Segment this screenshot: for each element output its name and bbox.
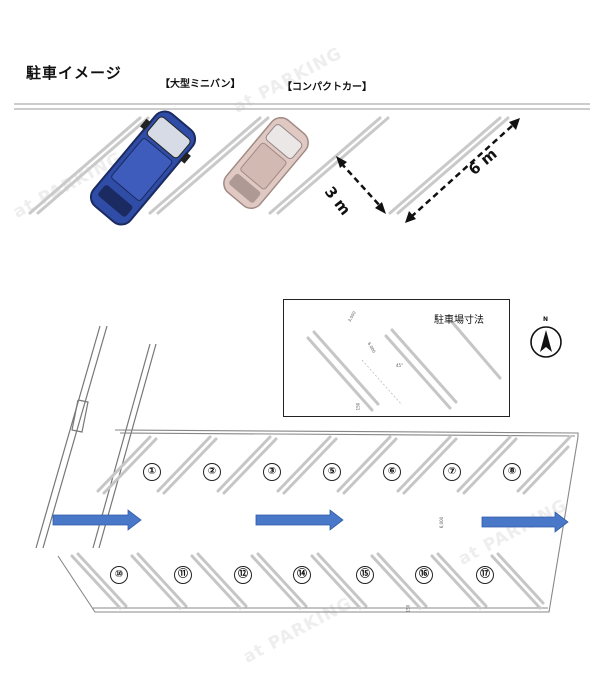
arrow-head bbox=[509, 118, 520, 130]
spot-number: ⑧ bbox=[503, 463, 521, 481]
inset-base-mark: 150 bbox=[355, 402, 361, 411]
arrow-head bbox=[375, 202, 386, 214]
spot-number: ⑥ bbox=[383, 463, 401, 481]
compact-car-label: 【コンパクトカー】 bbox=[282, 82, 372, 93]
arrow-head bbox=[336, 156, 347, 168]
minivan-label: 【大型ミニバン】 bbox=[160, 79, 241, 90]
inset-title: 駐車場寸法 bbox=[434, 315, 484, 326]
spot-number: ⑦ bbox=[443, 463, 461, 481]
inset-angle-mark: 45° bbox=[396, 363, 404, 368]
spot-number: ⑪ bbox=[174, 566, 192, 584]
bottom-base-mark: 150 bbox=[405, 604, 411, 613]
top-boundary-line bbox=[14, 103, 590, 110]
north-arrow-icon bbox=[530, 326, 562, 358]
length-dimension-arrow bbox=[410, 124, 514, 218]
spot-number: ⑭ bbox=[293, 566, 311, 584]
compact-car bbox=[223, 117, 309, 209]
flow-arrow bbox=[255, 509, 344, 531]
spot-number: ② bbox=[203, 463, 221, 481]
spot-number: ③ bbox=[263, 463, 281, 481]
north-label: N bbox=[543, 316, 549, 323]
flow-arrow bbox=[52, 509, 142, 531]
spot-number: ① bbox=[143, 463, 161, 481]
arrow-head bbox=[405, 211, 416, 223]
spot-number: ⑫ bbox=[234, 566, 252, 584]
lot-top-stall-lines bbox=[96, 435, 572, 495]
page-title: 駐車イメージ bbox=[26, 64, 122, 82]
flow-arrows bbox=[52, 509, 569, 533]
minivan-car bbox=[89, 110, 197, 226]
top-stall-lines bbox=[28, 116, 510, 215]
road-lines bbox=[35, 325, 157, 549]
lot-bottom-stall-lines bbox=[70, 552, 545, 610]
aisle-width-mark: 6,000 bbox=[439, 516, 445, 529]
spot-number: ⑮ bbox=[356, 566, 374, 584]
flow-arrow bbox=[481, 511, 569, 533]
spot-number: ⑯ bbox=[415, 566, 433, 584]
spot-number: ⑰ bbox=[476, 566, 494, 584]
spot-number: ⑤ bbox=[323, 463, 341, 481]
spot-number: ⑩ bbox=[110, 566, 128, 584]
